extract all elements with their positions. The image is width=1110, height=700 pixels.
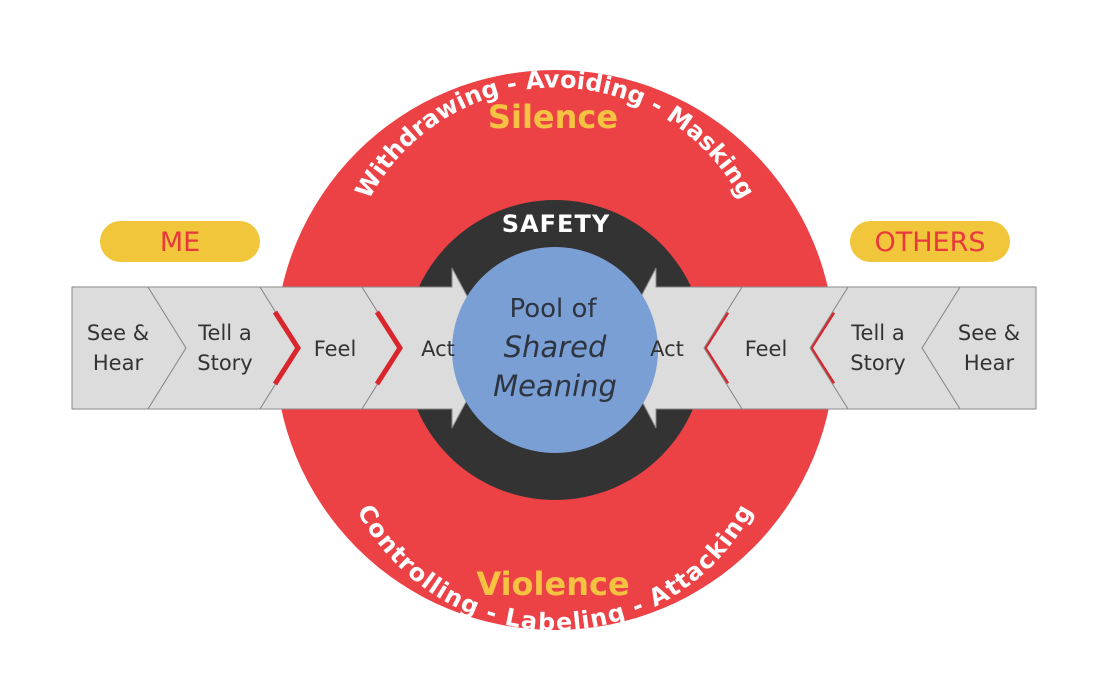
others-pill	[850, 221, 1010, 262]
tell-story-left-line-2: Story	[197, 351, 252, 375]
me-label: ME	[160, 227, 200, 258]
me-pill	[100, 221, 260, 262]
tell-story-right-line-1: Tell a	[850, 321, 904, 345]
me-steps	[71, 267, 496, 429]
feel-right-label: Feel	[745, 337, 788, 361]
see-hear-left-line-2: Hear	[93, 351, 144, 375]
tell-story-right-line-2: Story	[850, 351, 905, 375]
feel-left-accent	[272, 310, 301, 386]
act-left-accent	[374, 310, 403, 386]
silence-title: Silence	[488, 98, 618, 136]
pool-circle	[452, 247, 658, 453]
safety-label: SAFETY	[502, 210, 610, 238]
feel-left-label: Feel	[314, 337, 357, 361]
pool-line-2: Shared	[504, 330, 607, 364]
tell-story-left-line-1: Tell a	[197, 321, 251, 345]
act-left-label: Act	[421, 337, 455, 361]
see-hear-right-line-2: Hear	[964, 351, 1015, 375]
see-hear-left-line-1: See &	[87, 321, 149, 345]
act-right-label: Act	[650, 337, 684, 361]
see-hear-right-line-1: See &	[958, 321, 1020, 345]
pool-line-1: Pool of	[509, 294, 597, 324]
others-label: OTHERS	[874, 227, 985, 258]
violence-title: Violence	[476, 565, 629, 603]
pool-line-3: Meaning	[493, 369, 617, 403]
